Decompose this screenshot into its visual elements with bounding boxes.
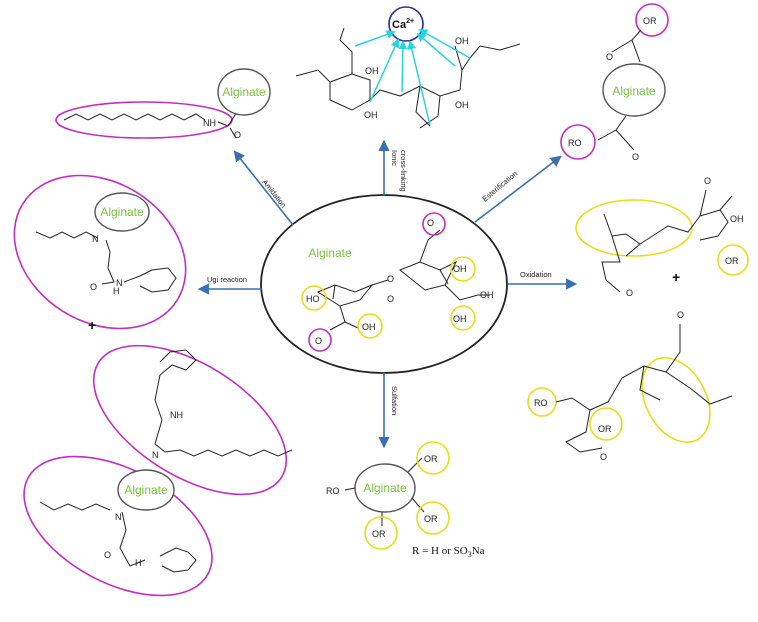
- ugi2-alginate-ellipse: [117, 469, 175, 511]
- svg-text:Alginate: Alginate: [222, 85, 266, 99]
- svg-text:O: O: [626, 288, 633, 298]
- svg-text:NH: NH: [170, 410, 183, 420]
- svg-text:RO: RO: [534, 398, 548, 408]
- or-highlight-1: [717, 244, 749, 276]
- svg-text:N: N: [116, 278, 123, 288]
- sulfation-or-3: [364, 516, 398, 550]
- svg-text:H: H: [113, 286, 120, 296]
- ugi1-alginate-ellipse: [94, 192, 150, 232]
- reaction-arrows: [197, 139, 578, 449]
- svg-text:OR: OR: [725, 256, 739, 266]
- svg-text:O: O: [704, 176, 711, 186]
- svg-text:OH: OH: [362, 322, 376, 332]
- plus-sign-2: +: [672, 269, 680, 285]
- svg-text:OR: OR: [424, 514, 438, 524]
- hydroxyl-highlight-4: [357, 313, 383, 339]
- svg-text:RO: RO: [568, 138, 582, 148]
- svg-text:RO: RO: [326, 486, 340, 496]
- svg-text:O: O: [632, 152, 639, 162]
- sulfation-or-2: [416, 501, 450, 535]
- sulfation-product: Alginate OR OR OR RO R = H or SO3Na: [326, 441, 485, 559]
- carboxylate-highlight-bottom: [308, 328, 332, 352]
- carboxylate-highlight-top: [422, 212, 446, 236]
- ionic-crosslink-structure: OH OH OH OH Ca2+: [295, 6, 521, 129]
- or-top-highlight: [635, 3, 669, 37]
- svg-text:OR: OR: [372, 529, 386, 539]
- label-ugi: Ugi reaction: [207, 275, 247, 284]
- svg-text:Alginate: Alginate: [363, 481, 407, 495]
- svg-text:OH: OH: [455, 100, 469, 110]
- svg-text:OR: OR: [643, 16, 657, 26]
- svg-text:O: O: [315, 336, 322, 346]
- sulfation-or-1: [416, 441, 450, 475]
- ugi-product-1: N N H O Alginate: [13, 174, 187, 330]
- central-ellipse: [260, 194, 508, 374]
- svg-text:OR: OR: [598, 424, 612, 434]
- label-amidation: Amidation: [260, 178, 288, 210]
- svg-text:O: O: [90, 282, 97, 292]
- svg-text:OR: OR: [424, 454, 438, 464]
- hydroxyl-highlight-2: [450, 305, 476, 331]
- aldehyde-highlight-1: [575, 199, 693, 257]
- ester-alginate-ellipse: [602, 63, 666, 117]
- r-definition: R = H or SO3Na: [412, 545, 485, 559]
- svg-text:H: H: [135, 558, 142, 568]
- central-alginate-structure: Alginate O O HO OH OH OH OH O O: [260, 194, 508, 374]
- label-sulfation: Sulfation: [390, 386, 399, 415]
- label-esterification: Esterification: [481, 169, 520, 203]
- oxidation-product-1: O OH OR O: [575, 176, 749, 298]
- svg-text:Alginate: Alginate: [124, 483, 168, 497]
- label-ionic: Ionic: [390, 150, 399, 166]
- svg-text:OH: OH: [730, 214, 744, 224]
- or-highlight-oxid: [589, 407, 623, 441]
- svg-text:N: N: [152, 450, 159, 460]
- aldehyde-highlight-2: [641, 357, 711, 443]
- amidation-product: NH O Alginate: [55, 68, 271, 140]
- ro-highlight: [560, 124, 596, 160]
- label-oxidation: Oxidation: [520, 270, 552, 279]
- oxidation-product-2: O RO OR O: [527, 310, 733, 462]
- svg-text:OH: OH: [453, 314, 467, 324]
- svg-text:OH: OH: [453, 264, 467, 274]
- svg-text:OH: OH: [480, 290, 494, 300]
- svg-text:N: N: [92, 234, 99, 244]
- hydroxyl-highlight-1: [450, 256, 476, 282]
- svg-text:O: O: [387, 294, 394, 304]
- ho-label: HO: [306, 294, 320, 304]
- svg-text:O: O: [677, 310, 684, 320]
- label-crosslinking: cross-linking: [399, 150, 408, 192]
- esterification-product: OR O Alginate O RO: [560, 3, 669, 162]
- svg-text:NH: NH: [203, 118, 216, 128]
- svg-text:Alginate: Alginate: [612, 84, 656, 98]
- amide-alginate-ellipse: [217, 68, 271, 116]
- ugi-product-2-upper-highlight: [92, 344, 288, 496]
- calcium-label: Ca2+: [392, 18, 414, 31]
- hydroxyl-highlight-3: [301, 285, 327, 311]
- svg-text:OH: OH: [364, 110, 378, 120]
- svg-text:N: N: [115, 512, 122, 522]
- svg-text:O: O: [606, 52, 613, 62]
- svg-text:O: O: [427, 218, 434, 228]
- central-alginate-label: Alginate: [308, 246, 352, 260]
- arrow-amidation: [233, 150, 294, 226]
- svg-text:Alginate: Alginate: [100, 205, 144, 219]
- svg-text:O: O: [234, 130, 241, 140]
- svg-text:OH: OH: [455, 36, 469, 46]
- svg-text:O: O: [387, 274, 394, 284]
- svg-text:OH: OH: [365, 66, 379, 76]
- plus-sign-1: +: [88, 317, 96, 333]
- ugi-product-1-highlight: [13, 174, 187, 330]
- svg-text:O: O: [600, 452, 607, 462]
- ugi-product-2: NH N N H O Alginate: [23, 344, 293, 597]
- ugi-product-2-lower-highlight: [23, 455, 213, 597]
- arrow-esterification: [474, 155, 562, 223]
- svg-text:O: O: [104, 550, 111, 560]
